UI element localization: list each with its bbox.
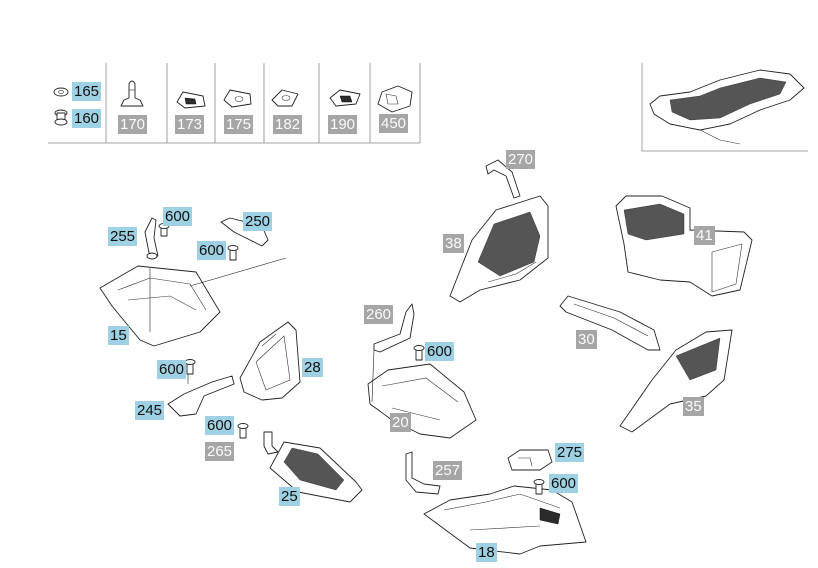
callout-600[interactable]: 600 — [157, 360, 187, 379]
washer-icon — [53, 87, 69, 97]
callout-175[interactable]: 175 — [224, 115, 254, 134]
callout-170[interactable]: 170 — [118, 115, 148, 134]
callout-260[interactable]: 260 — [364, 305, 394, 324]
clip-nut-icon — [223, 89, 252, 108]
part-18-rear-panel — [423, 485, 587, 555]
part-28-side-shield — [239, 321, 301, 401]
callout-255[interactable]: 255 — [108, 227, 138, 246]
speed-nut-icon — [176, 91, 206, 109]
callout-30[interactable]: 30 — [576, 330, 597, 349]
callout-275[interactable]: 275 — [555, 443, 585, 462]
callout-173[interactable]: 173 — [175, 115, 205, 134]
callout-600[interactable]: 600 — [205, 416, 235, 435]
plate-nut-icon — [271, 89, 299, 107]
callout-18[interactable]: 18 — [476, 543, 497, 562]
callout-245[interactable]: 245 — [135, 401, 165, 420]
part-35-side-panel — [619, 329, 733, 433]
callout-600[interactable]: 600 — [163, 207, 193, 226]
callout-38[interactable]: 38 — [443, 234, 464, 253]
callout-270[interactable]: 270 — [506, 150, 536, 169]
push-clip-icon — [120, 80, 144, 107]
part-255-bracket — [144, 217, 159, 260]
callout-250[interactable]: 250 — [243, 212, 273, 231]
bolt-icon — [184, 359, 196, 375]
callout-25[interactable]: 25 — [279, 487, 300, 506]
part-265-bracket — [263, 431, 279, 455]
callout-35[interactable]: 35 — [683, 397, 704, 416]
callout-600[interactable]: 600 — [549, 474, 579, 493]
bolt-icon — [237, 423, 249, 439]
callout-165[interactable]: 165 — [72, 82, 102, 101]
vehicle-thumbnail — [641, 63, 808, 152]
callout-20[interactable]: 20 — [390, 413, 411, 432]
callout-160[interactable]: 160 — [72, 109, 102, 128]
part-30-beam — [559, 295, 661, 351]
bolt-icon — [227, 245, 239, 261]
bolt-icon — [413, 345, 425, 361]
bolt-icon — [533, 479, 545, 495]
screw-icon — [54, 109, 68, 126]
part-257-bracket — [405, 451, 441, 495]
callout-28[interactable]: 28 — [302, 358, 323, 377]
part-41-housing — [615, 195, 753, 297]
part-260-bracket — [371, 303, 415, 403]
callout-600[interactable]: 600 — [425, 342, 455, 361]
callout-450[interactable]: 450 — [379, 114, 409, 133]
part-270-bracket — [485, 159, 521, 199]
retainer-clip-icon — [377, 85, 413, 113]
callout-41[interactable]: 41 — [694, 226, 715, 245]
callout-257[interactable]: 257 — [433, 461, 463, 480]
callout-182[interactable]: 182 — [273, 115, 303, 134]
part-15-underbody-panel — [99, 257, 287, 347]
callout-190[interactable]: 190 — [328, 115, 358, 134]
part-275-block — [507, 449, 553, 471]
callout-15[interactable]: 15 — [108, 326, 129, 345]
callout-265[interactable]: 265 — [205, 442, 235, 461]
part-38-bulkhead-panel — [449, 195, 549, 303]
panel-clip-icon — [329, 89, 361, 107]
fastener-table — [48, 63, 421, 144]
callout-600[interactable]: 600 — [197, 241, 227, 260]
part-20-tray — [367, 363, 477, 439]
